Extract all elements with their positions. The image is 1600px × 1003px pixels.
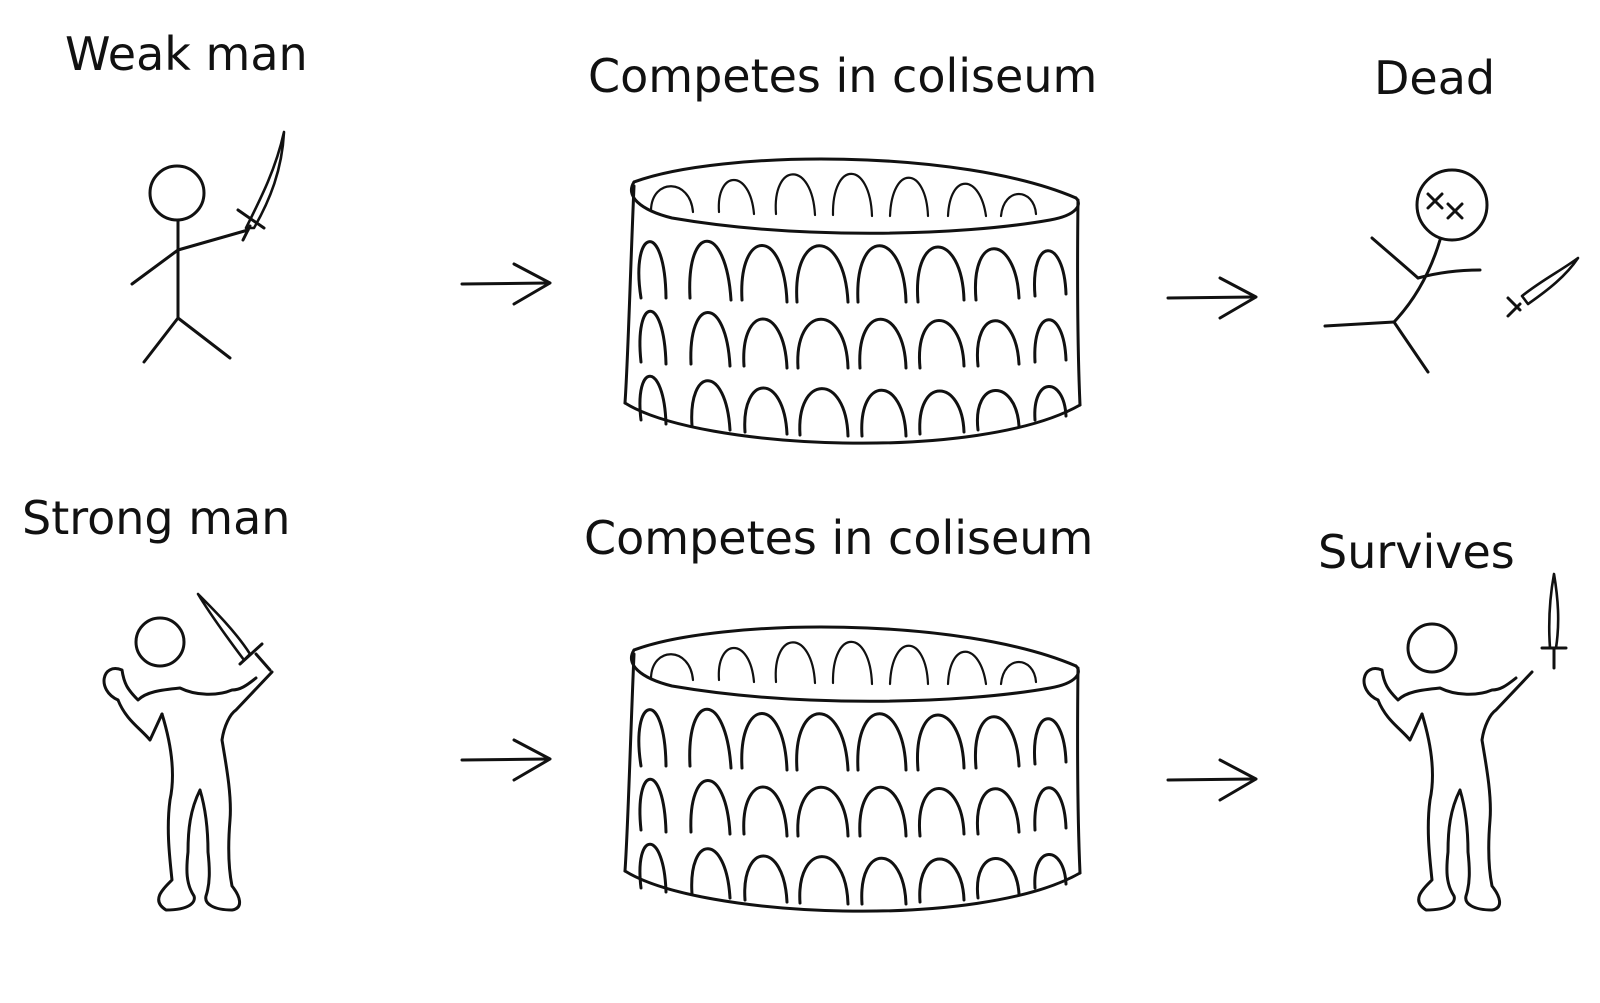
stick-figure-with-sword-icon <box>130 130 286 364</box>
right-arrow-icon <box>1166 276 1258 320</box>
right-arrow-icon <box>460 738 552 782</box>
coliseum-icon <box>623 625 1082 913</box>
weak-man-label: Weak man <box>65 27 308 81</box>
strong-man-label: Strong man <box>22 491 290 545</box>
muscular-figure-with-sword-icon <box>102 592 274 912</box>
right-arrow-icon <box>1166 758 1258 802</box>
dead-stick-figure-icon <box>1323 168 1580 374</box>
dead-label: Dead <box>1374 51 1495 105</box>
top-coliseum-label: Competes in coliseum <box>588 49 1097 103</box>
survives-label: Survives <box>1318 525 1515 579</box>
muscular-figure-raising-sword-icon <box>1362 572 1568 912</box>
right-arrow-icon <box>460 262 552 306</box>
coliseum-icon <box>623 157 1082 445</box>
bottom-coliseum-label: Competes in coliseum <box>584 511 1093 565</box>
